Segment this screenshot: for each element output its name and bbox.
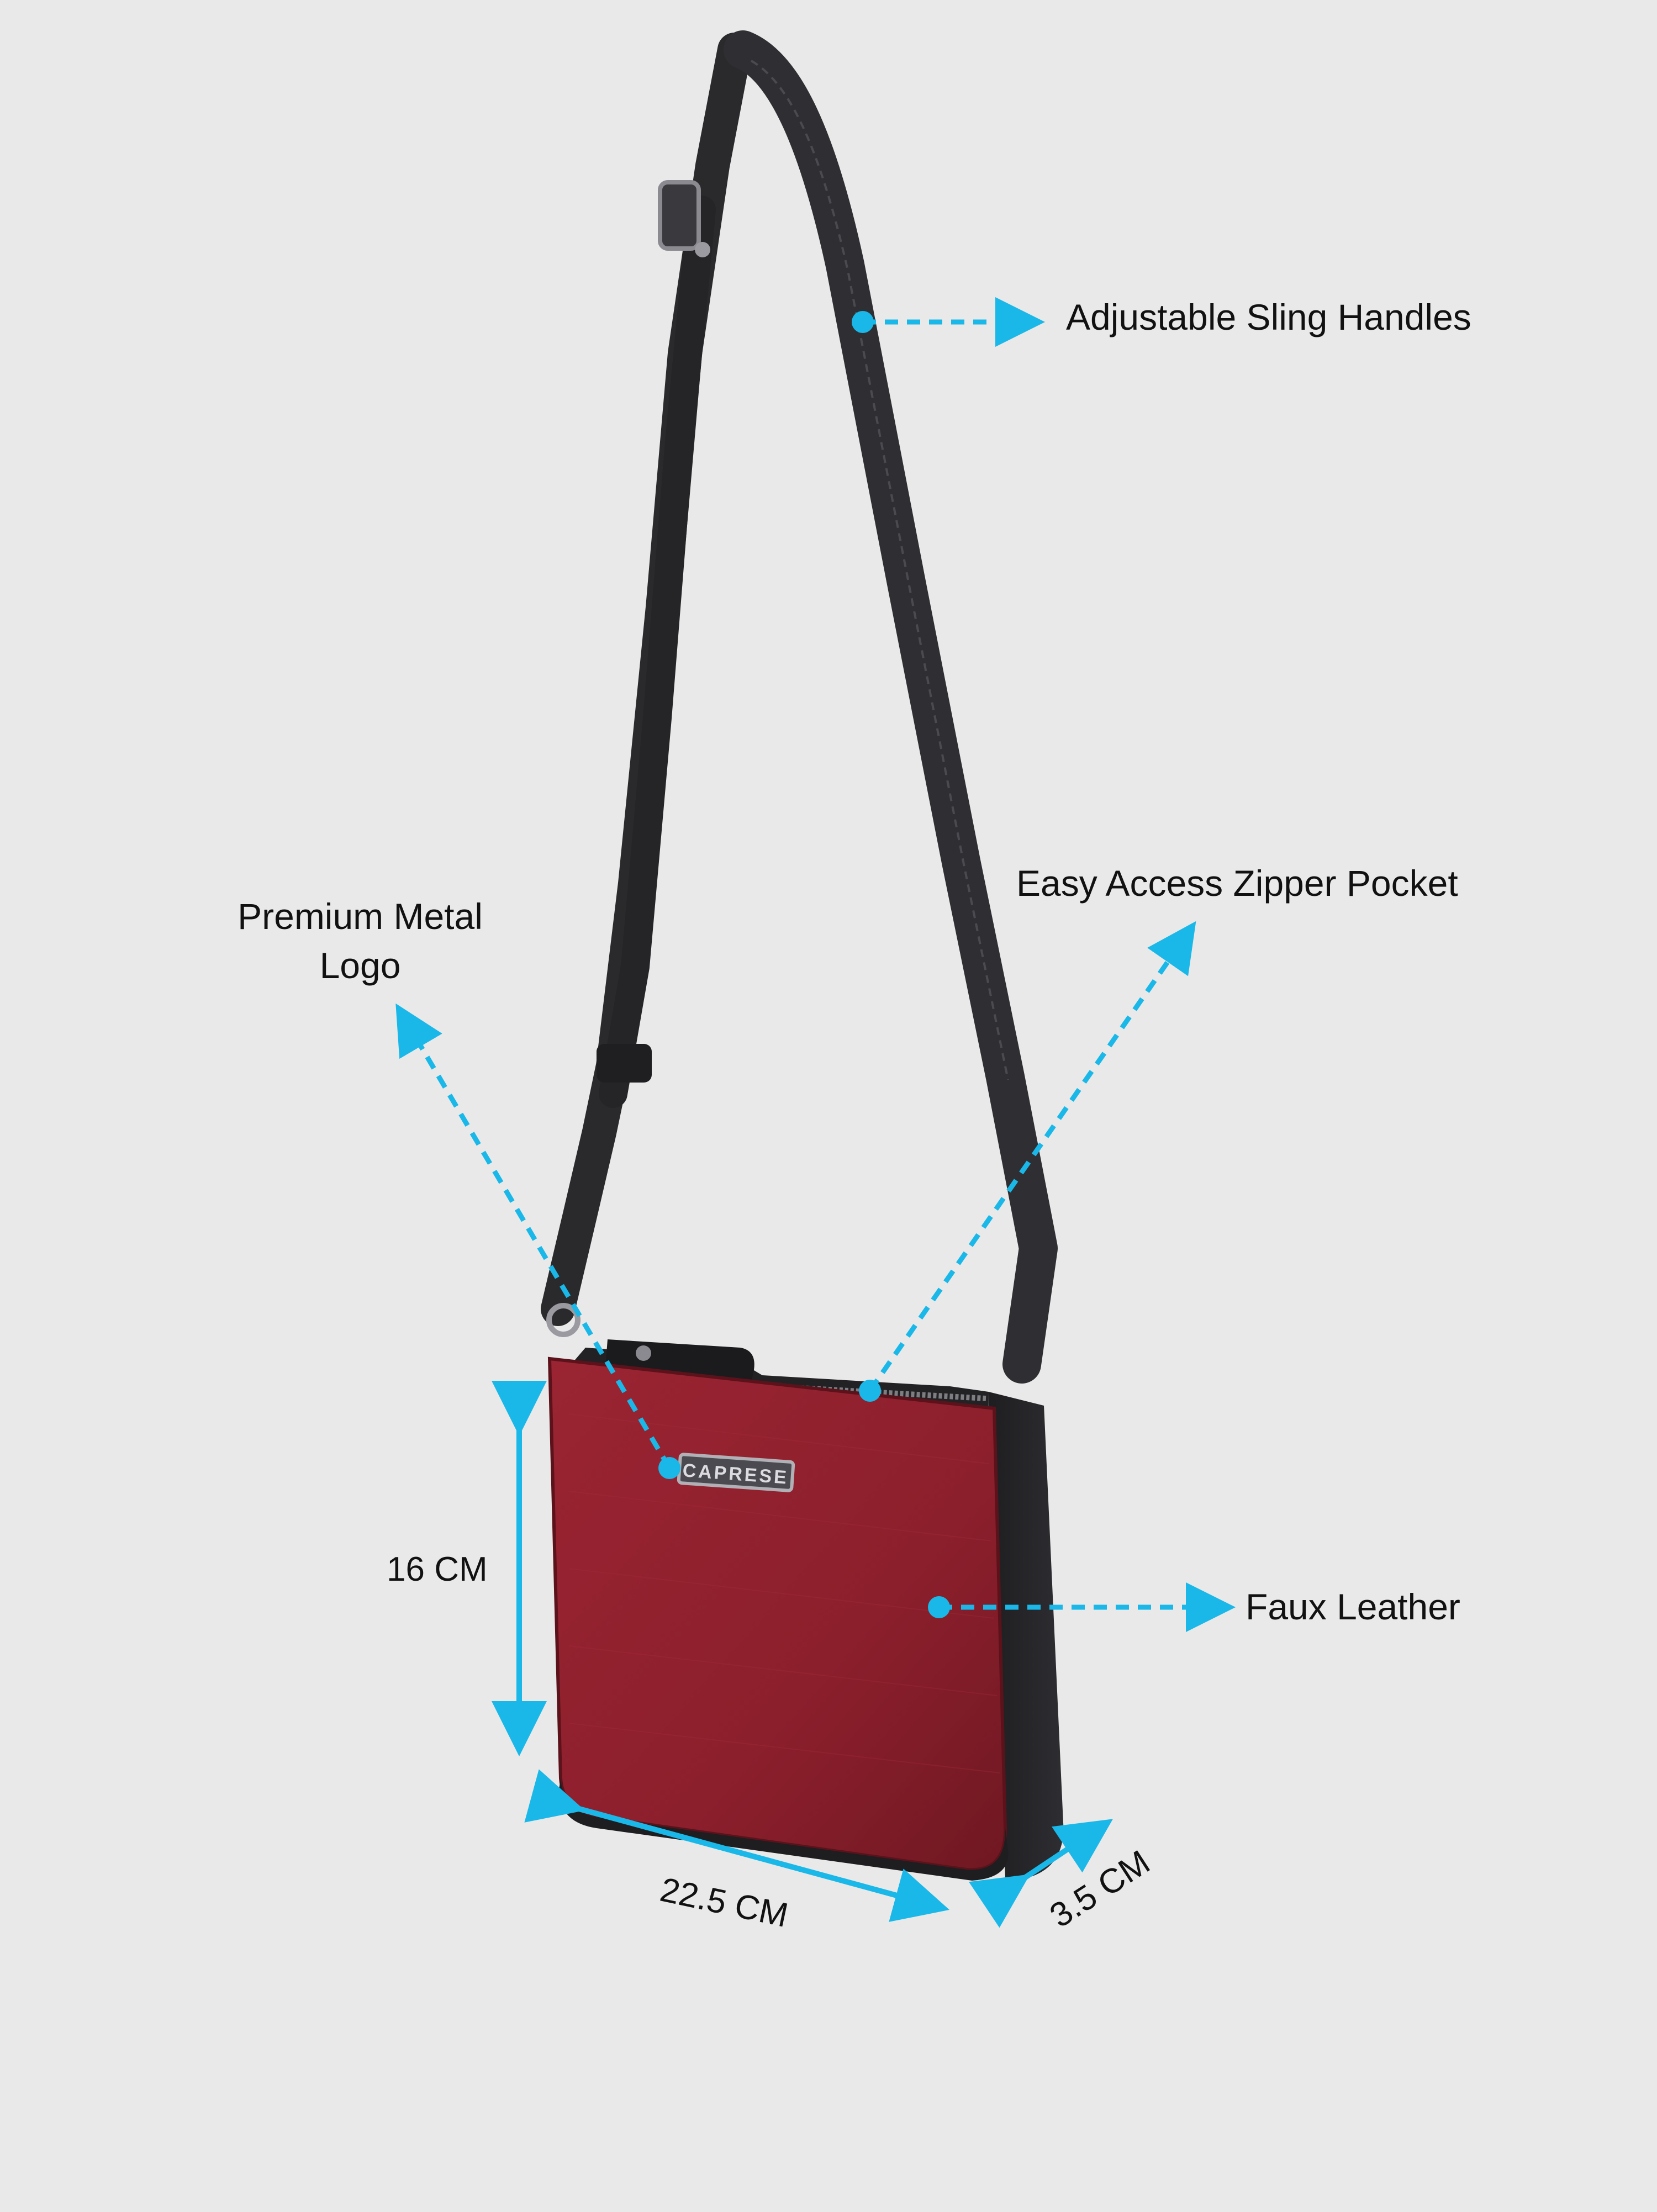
label-faux-leather: Faux Leather <box>1246 1586 1460 1627</box>
strap-buckle-icon <box>658 180 710 257</box>
label-sling-handles: Adjustable Sling Handles <box>1066 297 1471 337</box>
dimension-height: 16 CM <box>387 1550 488 1588</box>
label-metal-logo-line1: Premium Metal <box>238 896 483 937</box>
label-metal-logo-line2: Logo <box>319 945 401 986</box>
strap-ring-icon <box>546 1303 581 1337</box>
strap-keeper <box>597 1044 652 1083</box>
metal-logo-plate: CAPRESE <box>677 1453 795 1492</box>
callout-lines <box>395 297 1236 1632</box>
label-metal-logo: Premium Metal Logo <box>238 892 483 990</box>
dimension-arrows <box>492 1381 1113 1928</box>
sling-strap <box>541 30 1058 1384</box>
label-zipper-pocket: Easy Access Zipper Pocket <box>1016 863 1458 904</box>
callout-dots <box>658 311 950 1618</box>
bag-body <box>547 1339 1064 1881</box>
